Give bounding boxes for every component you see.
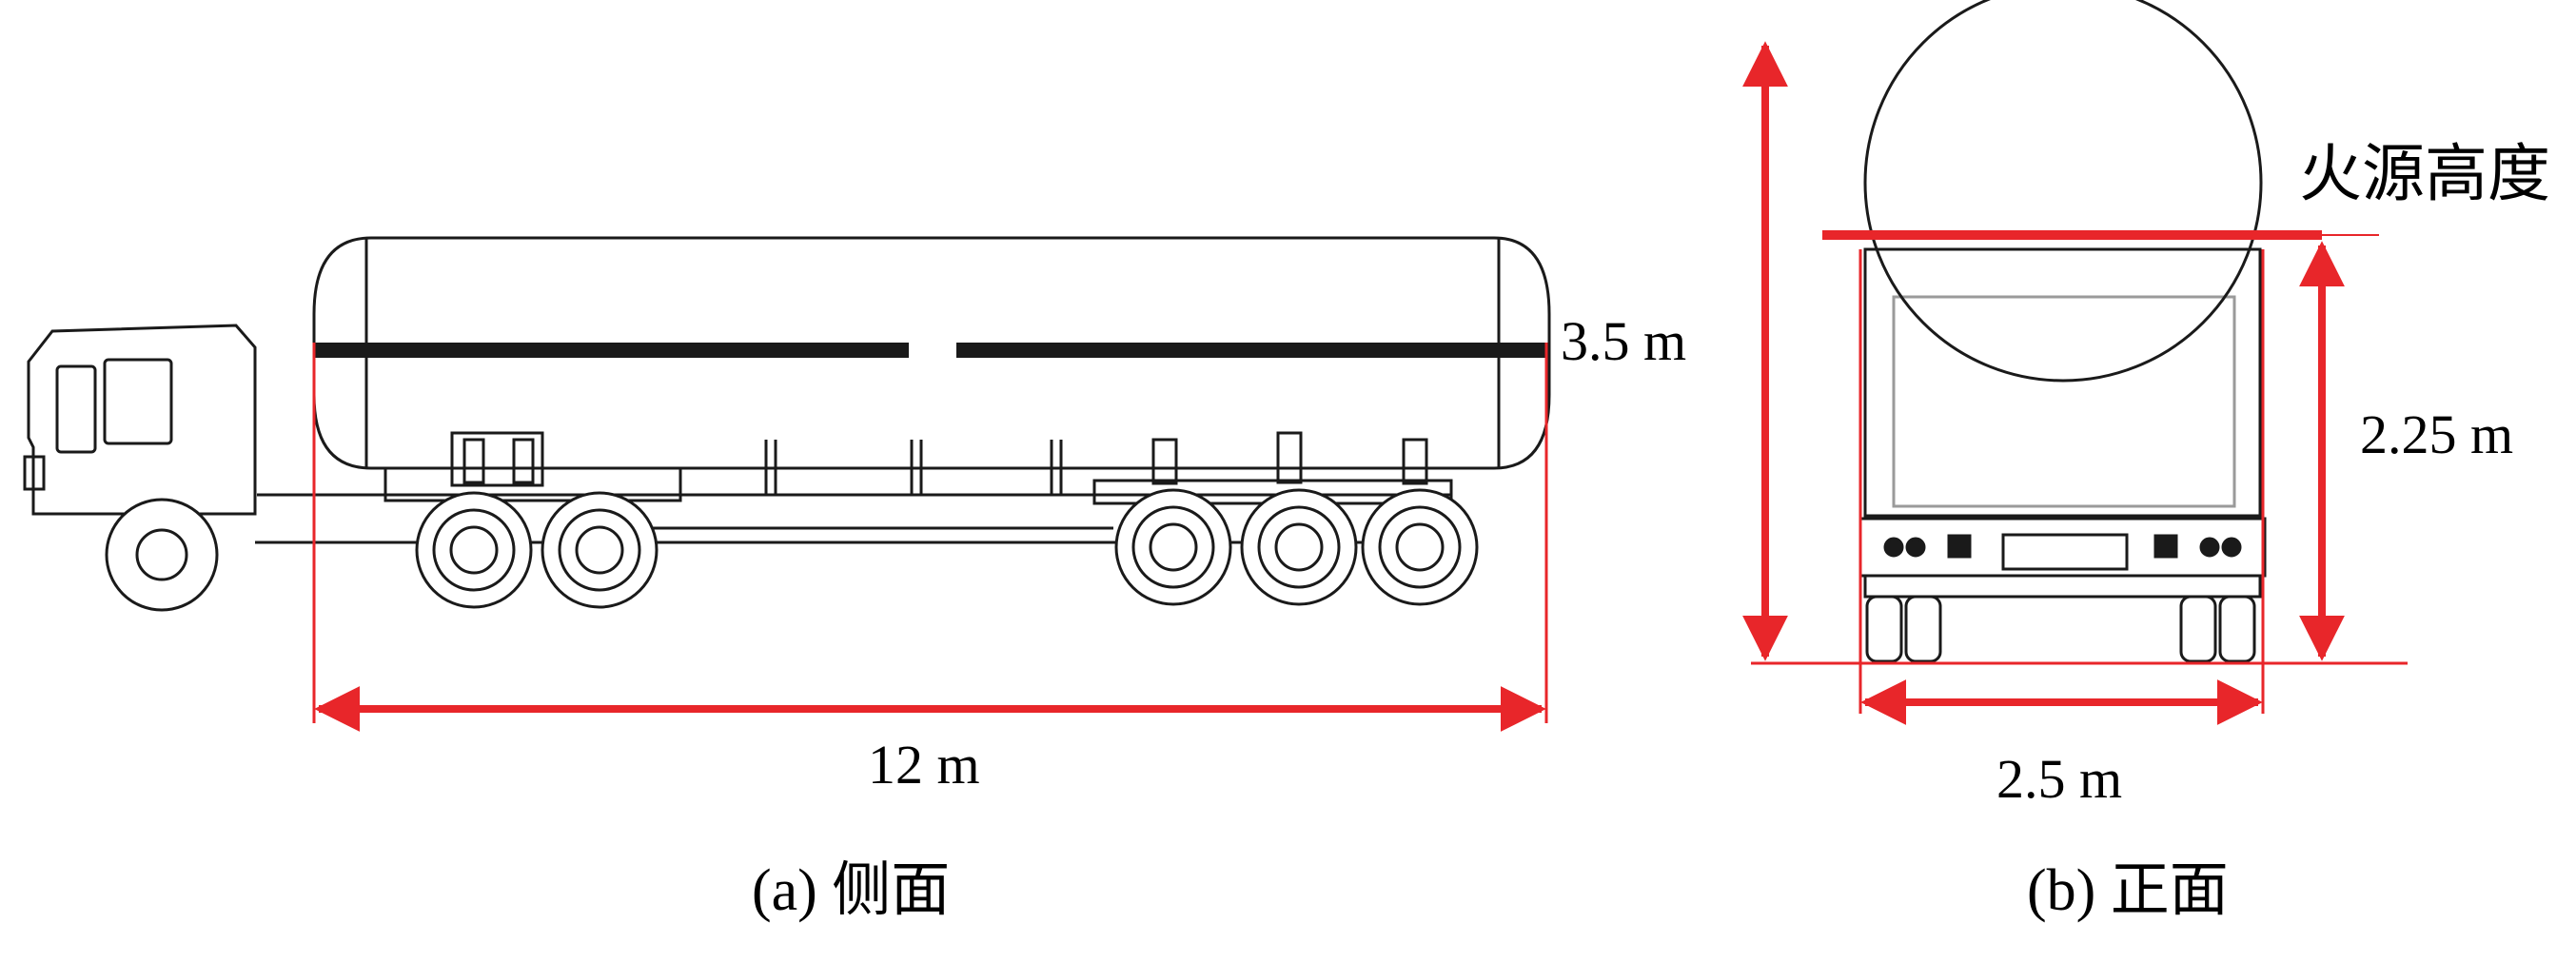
tail-light [1883,537,1904,558]
cab-mirror [23,455,46,491]
light-block-right [2153,534,2178,559]
width-label: 2.5 m [1996,748,2123,810]
side-dimensions [312,343,1548,732]
valve-box-inner-right [512,438,535,484]
wheel [415,491,533,609]
valve-box [450,431,544,487]
wheel [541,491,659,609]
tail-light [1905,537,1926,558]
tail-light [2199,537,2220,558]
wheel [105,498,219,612]
bracket [1276,431,1303,484]
license-plate [2001,533,2129,571]
side-view [23,236,1551,612]
light-block-left [1947,534,1972,559]
bracket [1402,438,1428,485]
height-label: 3.5 m [1561,310,1687,372]
valve-box-inner-left [462,438,485,484]
rear-wheel [2218,595,2256,663]
rear-panel [1892,295,2236,508]
front-view [1858,0,2267,663]
rear-wheel [1904,595,1942,663]
bumper-lower [1863,574,2262,599]
length-label: 12 m [868,734,980,796]
rear-bumper [1858,517,2267,578]
wheel [1240,488,1358,606]
rear-wheel [1865,595,1903,663]
truck-cab [27,324,257,516]
wheel [1361,488,1479,606]
cab-window-side [103,358,173,445]
caption-side-view: (a) 侧面 [752,858,951,923]
tail-light [2221,537,2242,558]
fire-height-label: 2.25 m [2360,403,2514,465]
caption-front-view: (b) 正面 [2027,858,2229,923]
bracket [1151,438,1178,485]
fire-source-label: 火源高度 [2299,137,2550,210]
front-dimensions [1742,41,2408,725]
trailer-rear-body [1863,247,2262,518]
tank-cross-section [1863,0,2263,383]
tank-body [312,236,1551,470]
rear-wheel [2179,595,2217,663]
cab-window-front [55,364,97,454]
wheel [1114,488,1232,606]
